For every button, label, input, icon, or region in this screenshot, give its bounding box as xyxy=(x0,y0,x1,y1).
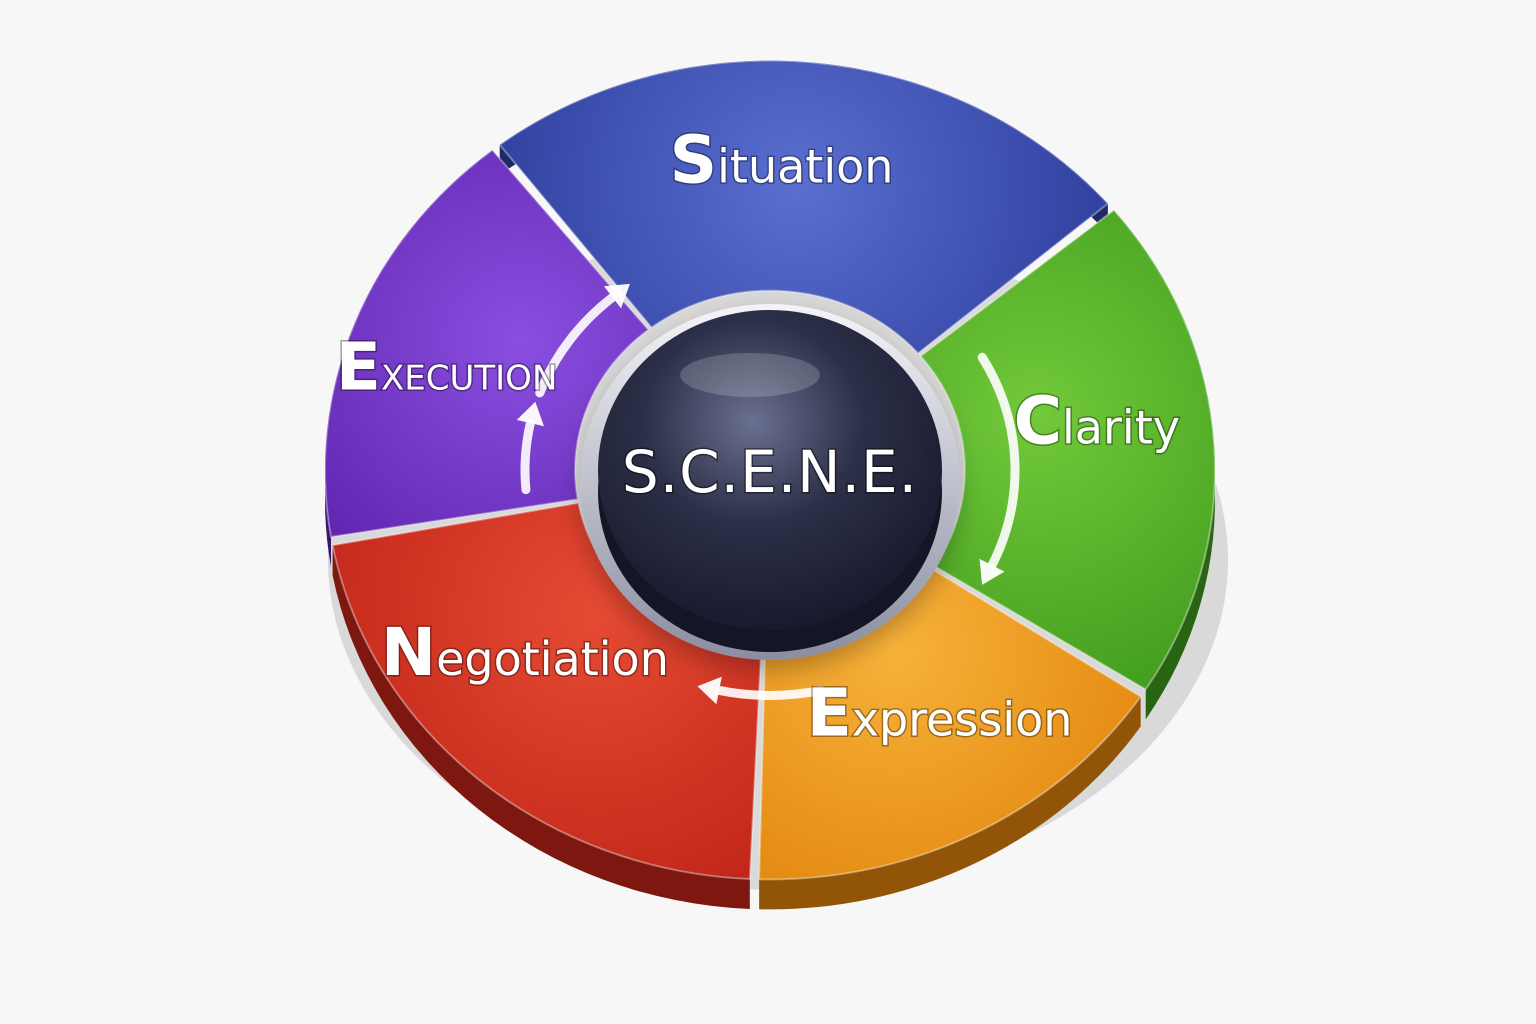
segment-negotiation-side xyxy=(332,545,750,909)
segment-expression-side xyxy=(759,696,1141,910)
hub-disc xyxy=(598,310,942,630)
segment-situation xyxy=(498,59,1110,355)
center-label: S.C.E.N.E. xyxy=(622,438,918,506)
segment-label-clarity: Clarity xyxy=(1014,383,1180,460)
cycle-arrow-head xyxy=(697,676,722,705)
center-hub: S.C.E.N.E. xyxy=(580,304,960,660)
cycle-arrow-head xyxy=(603,283,630,309)
cycle-arrows xyxy=(516,283,1020,705)
cycle-arrow xyxy=(714,685,826,700)
segment-label-situation: Situation xyxy=(670,122,894,199)
segment-group xyxy=(324,59,1216,910)
cycle-arrow xyxy=(977,352,1020,570)
cycle-arrow xyxy=(535,292,618,398)
cycle-arrow-head xyxy=(516,401,544,427)
hub-highlight xyxy=(680,353,820,397)
segment-label-execution: EXECUTION xyxy=(336,328,558,405)
cycle-arrow xyxy=(520,418,535,495)
segment-label-negotiation: Negotiation xyxy=(381,614,669,691)
cycle-arrow-head xyxy=(979,558,1005,585)
segment-label-expression: Expression xyxy=(807,675,1073,752)
segment-execution xyxy=(324,148,650,539)
